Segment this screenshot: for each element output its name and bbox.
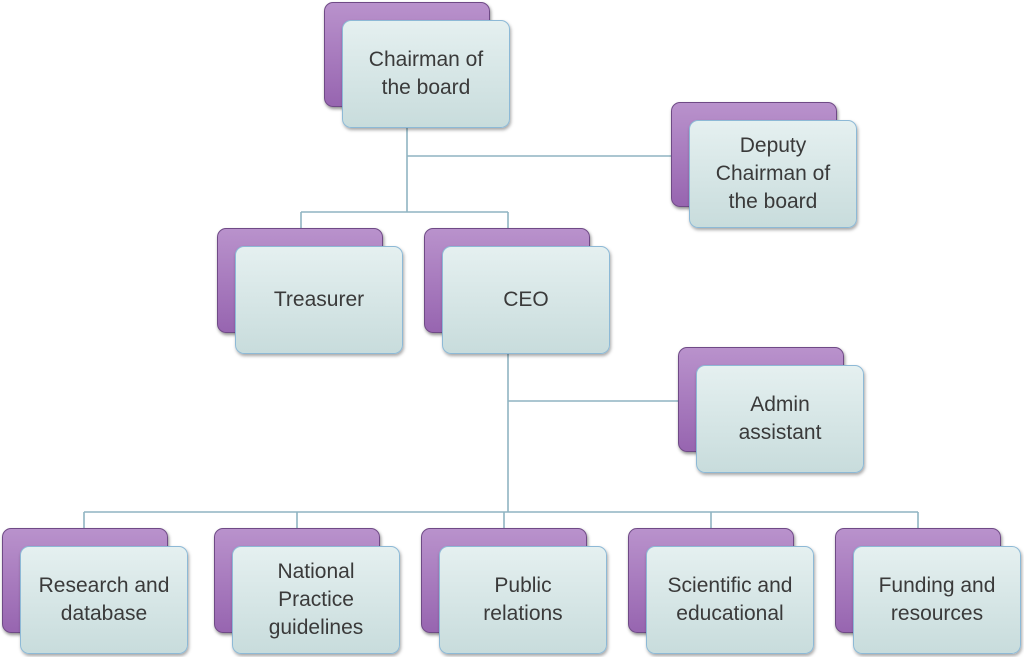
node-front-panel: Public relations [439, 546, 607, 654]
node-front-panel: National Practice guidelines [232, 546, 400, 654]
node-label: Research and database [38, 574, 170, 625]
node-front-panel: Treasurer [235, 246, 403, 354]
node-label: Scientific and educational [667, 574, 793, 625]
node-front-panel: Admin assistant [696, 365, 864, 473]
node-front-panel: Scientific and educational [646, 546, 814, 654]
node-label: Admin assistant [738, 393, 822, 444]
node-front-panel: CEO [442, 246, 610, 354]
node-label: Public relations [483, 574, 563, 625]
node-label: CEO [503, 288, 549, 311]
node-front-panel: Chairman of the board [342, 20, 510, 128]
node-label: Treasurer [273, 288, 365, 311]
node-label: Deputy Chairman of the board [715, 134, 831, 213]
node-front-panel: Deputy Chairman of the board [689, 120, 857, 228]
node-front-panel: Funding and resources [853, 546, 1021, 654]
node-label: Funding and resources [878, 574, 996, 625]
node-front-panel: Research and database [20, 546, 188, 654]
node-label: National Practice guidelines [268, 560, 364, 639]
node-label: Chairman of the board [368, 48, 484, 99]
